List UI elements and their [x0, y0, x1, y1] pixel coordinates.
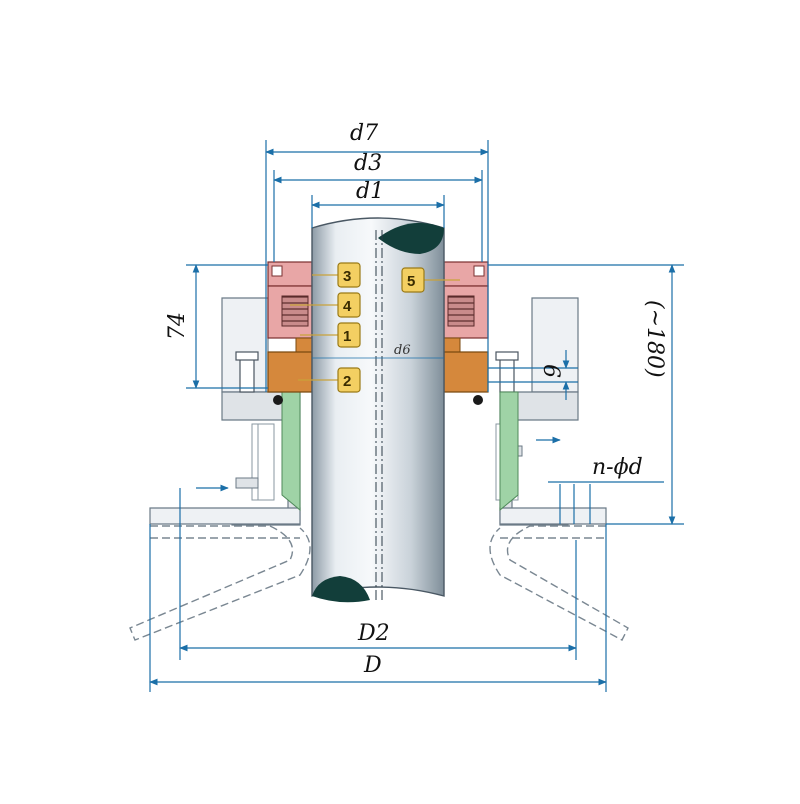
dim-d1-label: d1: [356, 179, 384, 204]
callout-5-label: 5: [407, 273, 415, 290]
housing-left: [149, 297, 301, 526]
callout-1: 1: [300, 322, 361, 348]
dim-D-label: D: [363, 653, 382, 678]
callout-4: 4: [290, 292, 361, 318]
dim-180-label: (~180): [642, 300, 667, 378]
dim-6-label: 6: [538, 364, 563, 378]
dim-D2-label: D2: [357, 621, 390, 646]
callout-4-label: 4: [343, 298, 352, 315]
callout-2: 2: [298, 367, 361, 393]
vessel-funnel: [129, 525, 629, 641]
callout-5: 5: [401, 267, 460, 293]
dim-74-label: 74: [165, 312, 190, 340]
seal-assembly-right: [443, 261, 489, 405]
dim-holes-label: n-ϕd: [592, 455, 643, 480]
callout-3-label: 3: [343, 268, 351, 285]
seal-assembly-left: [267, 261, 313, 405]
dim-d6-label: d6: [394, 343, 411, 358]
callout-3: 3: [312, 262, 361, 288]
dimension-lines: [149, 140, 684, 692]
callout-2-label: 2: [343, 373, 351, 390]
dim-d7-label: d7: [350, 121, 378, 146]
callout-1-label: 1: [343, 328, 351, 345]
dim-d3-label: d3: [354, 151, 382, 176]
